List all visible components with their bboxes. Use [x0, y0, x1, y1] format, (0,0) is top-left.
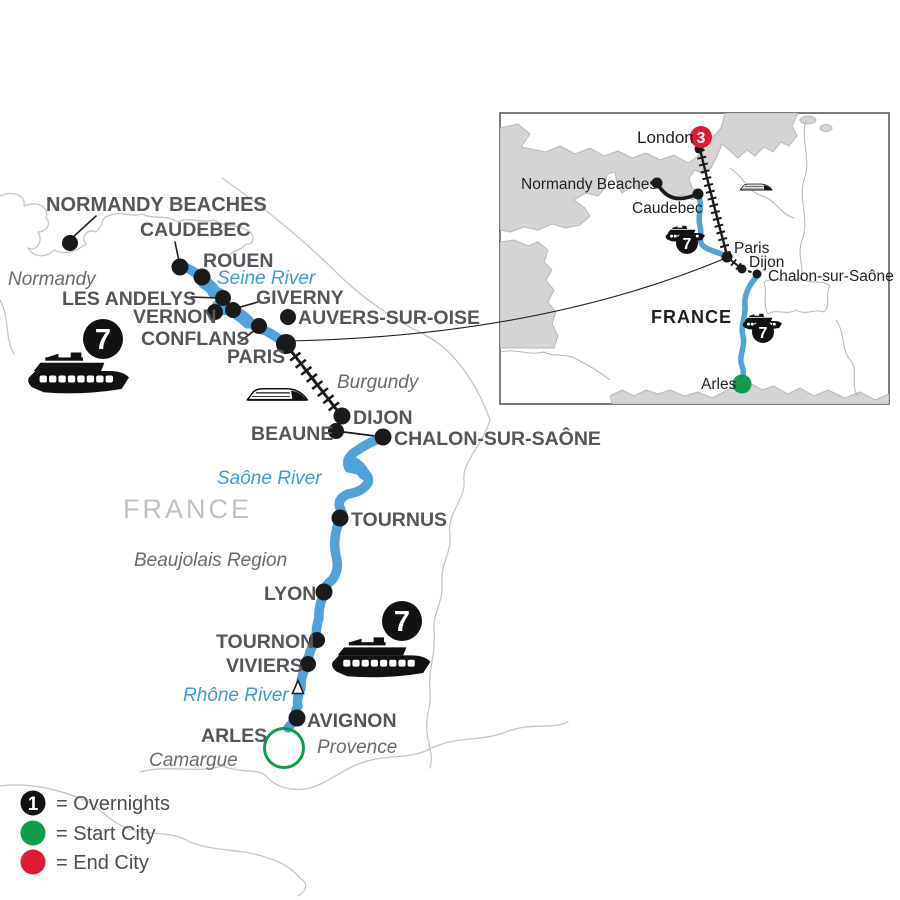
label-beaujolais-region: Beaujolais Region: [134, 550, 287, 571]
label-caudebec: CAUDEBEC: [140, 219, 251, 241]
inset-map: [499, 112, 890, 405]
city-dot-normandy-beaches: [62, 235, 78, 251]
city-dot-viviers: [300, 656, 316, 672]
inset-label-chalon: Chalon-sur-Saône: [768, 268, 894, 285]
inset-label-paris: Paris: [734, 240, 770, 257]
city-dot-giverny: [225, 302, 241, 318]
inset-seine-nights-number: 7: [683, 236, 692, 253]
seine-nights-badge: [83, 319, 123, 359]
label-saone-river: Saône River: [217, 468, 322, 489]
label-rhone-river: Rhône River: [183, 685, 289, 706]
inset-rhone-nights-badge: [752, 321, 774, 343]
inset-dot-caudebec: [692, 188, 704, 200]
city-dot-rouen: [193, 268, 211, 286]
inset-markers: 3: [651, 126, 762, 394]
legend-start-city-label: = Start City: [56, 823, 155, 845]
label-normandy-beaches: NORMANDY BEACHES: [46, 194, 267, 216]
city-dot-caudebec: [171, 258, 189, 276]
legend: 1 = Overnights = Start City = End City: [20, 790, 170, 875]
rhone-direction-arrow: [291, 678, 305, 695]
label-conflans: CONFLANS: [141, 328, 249, 350]
city-dot-conflans: [251, 318, 267, 334]
label-viviers: VIVIERS: [226, 655, 303, 677]
main-map-labels: NORMANDY BEACHES CAUDEBEC ROUEN Seine Ri…: [8, 194, 601, 771]
legend-end-city-label: = End City: [56, 852, 149, 874]
label-france-main: FRANCE: [123, 494, 252, 524]
inset-label-london: London: [637, 128, 694, 147]
legend-start-city-icon: [20, 820, 46, 846]
rhone-ship-group: 7: [332, 601, 431, 678]
inset-label-arles: Arles: [701, 376, 737, 393]
inset-label-normandy-beaches: Normandy Beaches: [521, 176, 657, 193]
label-vernon: VERNON: [133, 306, 216, 328]
label-normandy-region: Normandy: [8, 269, 97, 290]
train-icon: [246, 387, 308, 401]
label-chalon: CHALON-SUR-SAÔNE: [394, 426, 601, 450]
city-dot-tournus: [331, 509, 349, 527]
legend-overnights-label: = Overnights: [56, 793, 170, 815]
london-nights-number: 3: [697, 130, 706, 147]
label-leaders: [71, 215, 259, 342]
seine-ship-group: 7: [28, 319, 129, 394]
city-dot-beaune: [328, 423, 344, 439]
label-auvers-sur-oise: AUVERS-SUR-OISE: [298, 307, 480, 329]
inset-label-caudebec: Caudebec: [632, 200, 703, 217]
city-dot-chalon: [374, 428, 392, 446]
city-dot-auvers-sur-oise: [280, 309, 296, 325]
river-ship-icon: [332, 637, 431, 678]
city-dot-paris: [276, 334, 296, 354]
inset-dot-chalon: [752, 269, 762, 279]
main-map-outlines: [0, 177, 569, 897]
inset-label-dijon: Dijon: [749, 254, 784, 271]
label-avignon: AVIGNON: [307, 710, 397, 732]
city-dot-tournon: [309, 632, 325, 648]
city-dot-avignon: [288, 709, 306, 727]
legend-end-city-icon: [20, 849, 46, 875]
inset-icons: 7 7: [665, 183, 782, 343]
paris-dijon-railway: [283, 344, 345, 417]
label-beaune: BEAUNE: [251, 423, 333, 445]
main-map-city-dots: [62, 235, 392, 727]
label-tournon: TOURNON: [216, 631, 314, 653]
city-dot-vernon: [207, 304, 223, 320]
label-dijon: DIJON: [353, 407, 413, 429]
label-lyon: LYON: [264, 583, 316, 605]
inset-dot-normandy-beaches: [651, 177, 663, 189]
inset-dot-arles-start: [732, 374, 752, 394]
city-dot-lyon: [315, 583, 333, 601]
inset-seine-nights-badge: [676, 232, 698, 254]
london-nights-badge: [690, 126, 712, 148]
river-ship-icon: [28, 352, 129, 394]
label-rouen: ROUEN: [203, 250, 273, 272]
city-dot-dijon: [333, 407, 351, 425]
label-tournus: TOURNUS: [351, 509, 447, 531]
inset-geography: [500, 113, 889, 404]
inset-dot-dijon: [737, 264, 747, 274]
label-giverny: GIVERNY: [256, 287, 344, 309]
label-seine-river: Seine River: [217, 268, 316, 289]
label-burgundy-region: Burgundy: [337, 372, 420, 393]
inset-callout-line: [288, 257, 727, 342]
seine-nights-number: 7: [95, 324, 111, 356]
inset-labels: London Normandy Beaches Caudebec Paris D…: [521, 128, 894, 393]
label-provence-region: Provence: [317, 737, 397, 758]
arles-start-ring: [263, 727, 305, 769]
label-camargue-region: Camargue: [149, 750, 238, 771]
legend-overnights-icon: [20, 790, 46, 816]
label-les-andelys: LES ANDELYS: [62, 288, 196, 310]
inset-rhone-nights-number: 7: [759, 325, 768, 342]
legend-overnights-number: 1: [28, 794, 39, 815]
rhone-nights-number: 7: [394, 606, 410, 638]
label-arles: ARLES: [201, 725, 267, 747]
inset-label-france: FRANCE: [651, 307, 732, 327]
inset-dot-paris: [721, 251, 733, 263]
label-paris: PARIS: [227, 346, 285, 368]
rhone-nights-badge: [382, 601, 422, 641]
city-dot-les-andelys: [215, 290, 231, 306]
